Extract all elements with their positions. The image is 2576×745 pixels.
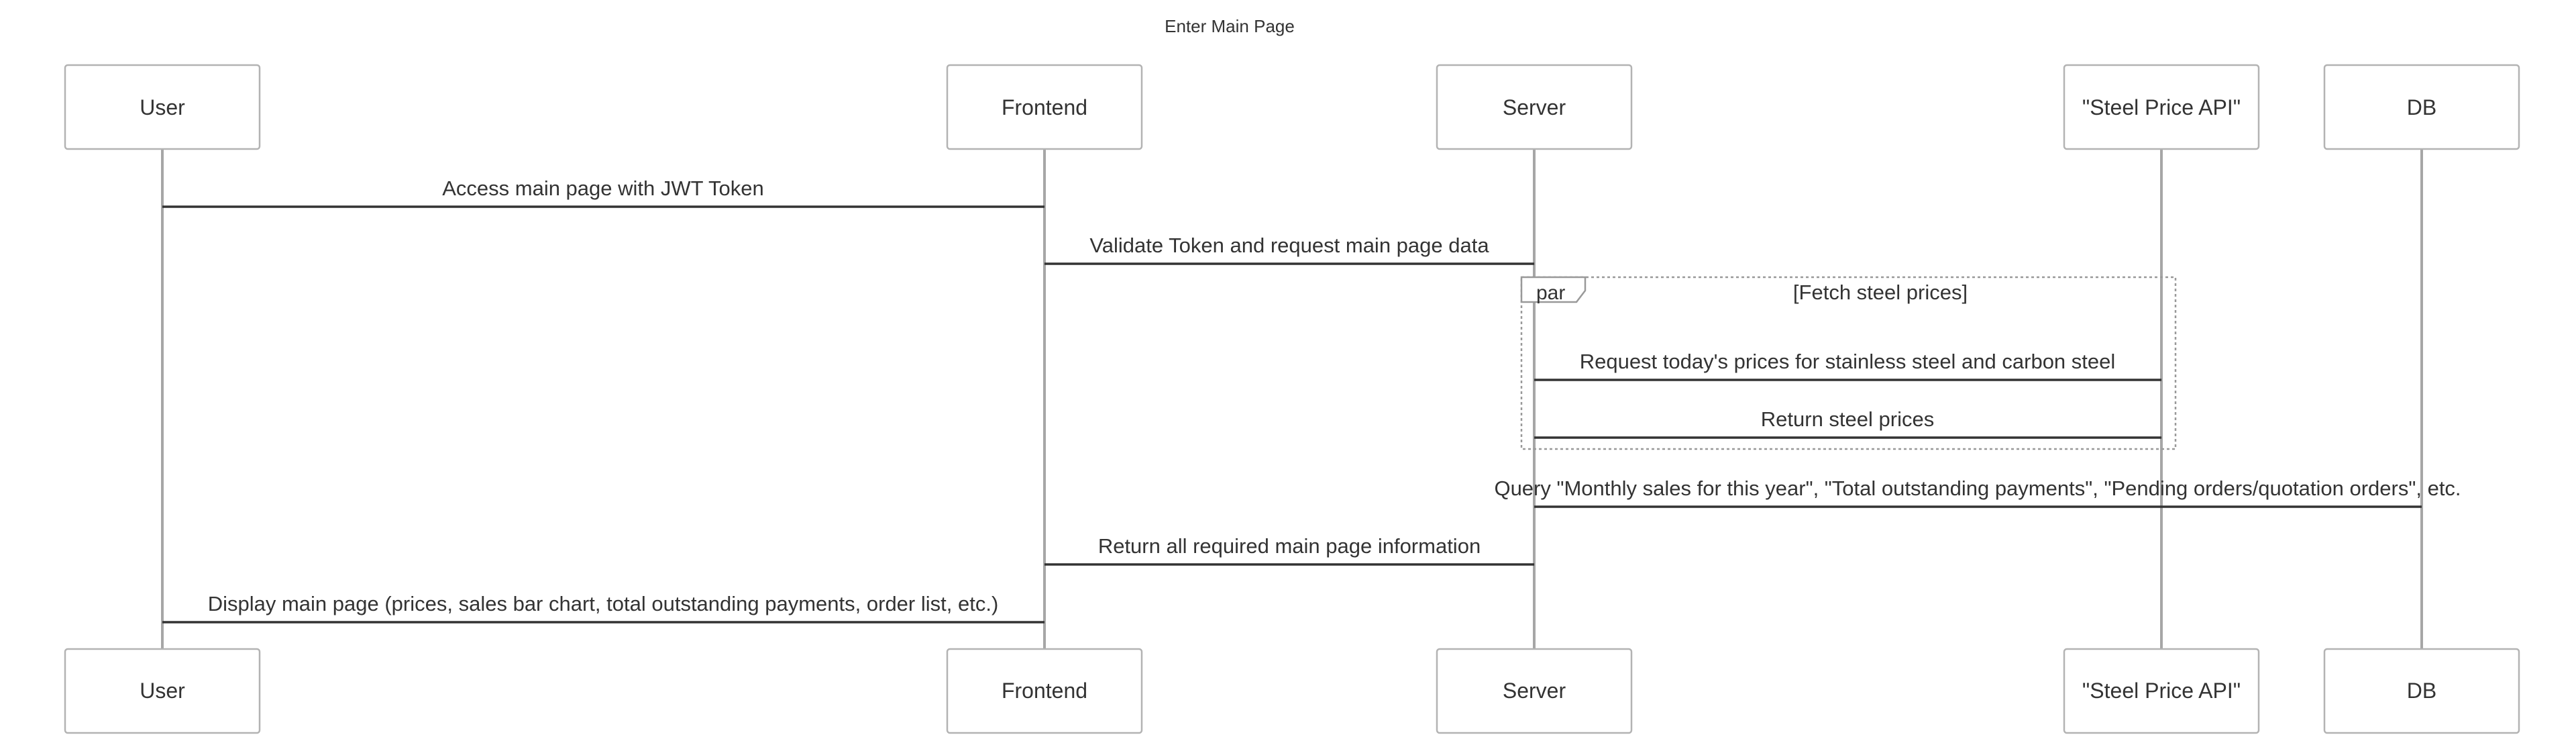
message-5: Query "Monthly sales for this year", "To… — [1494, 477, 2461, 508]
actor-label: "Steel Price API" — [2082, 95, 2241, 119]
actor-server-top: Server — [1436, 64, 1633, 150]
message-1: Access main page with JWT Token — [162, 177, 1044, 208]
message-6: Return all required main page informatio… — [1044, 534, 1534, 566]
actor-server-bottom: Server — [1436, 648, 1633, 734]
message-label: Query "Monthly sales for this year", "To… — [1494, 477, 2461, 500]
actor-api-bottom: "Steel Price API" — [2063, 648, 2260, 734]
actor-user-bottom: User — [64, 648, 261, 734]
actor-db-bottom: DB — [2323, 648, 2520, 734]
actor-user-top: User — [64, 64, 261, 150]
actor-label: User — [140, 95, 185, 119]
actor-label: Server — [1503, 679, 1566, 703]
par-frame-keyword: par — [1536, 282, 1565, 304]
message-2: Validate Token and request main page dat… — [1044, 234, 1534, 265]
message-label: Validate Token and request main page dat… — [1089, 234, 1489, 257]
par-frame-guard: [Fetch steel prices] — [1793, 281, 1968, 304]
actor-label: DB — [2407, 95, 2436, 119]
actor-frontend-top: Frontend — [946, 64, 1143, 150]
par-frame-tab — [1520, 276, 1587, 303]
actor-label: DB — [2407, 679, 2436, 703]
actor-api-top: "Steel Price API" — [2063, 64, 2260, 150]
actor-label: Server — [1503, 95, 1566, 119]
message-7: Display main page (prices, sales bar cha… — [162, 592, 1044, 624]
actor-label: Frontend — [1002, 95, 1087, 119]
diagram-title: Enter Main Page — [1165, 16, 1295, 36]
actor-label: "Steel Price API" — [2082, 679, 2241, 703]
actor-frontend-bottom: Frontend — [946, 648, 1143, 734]
message-label: Request today's prices for stainless ste… — [1580, 350, 2116, 373]
actor-label: User — [140, 679, 185, 703]
message-label: Display main page (prices, sales bar cha… — [208, 592, 999, 615]
message-label: Return all required main page informatio… — [1098, 534, 1481, 558]
actor-label: Frontend — [1002, 679, 1087, 703]
actor-db-top: DB — [2323, 64, 2520, 150]
message-label: Return steel prices — [1761, 407, 1934, 431]
par-frame: par [Fetch steel prices] — [1520, 276, 2177, 450]
message-4: Return steel prices — [1534, 407, 2161, 439]
message-3: Request today's prices for stainless ste… — [1534, 350, 2161, 381]
message-label: Access main page with JWT Token — [442, 177, 764, 200]
